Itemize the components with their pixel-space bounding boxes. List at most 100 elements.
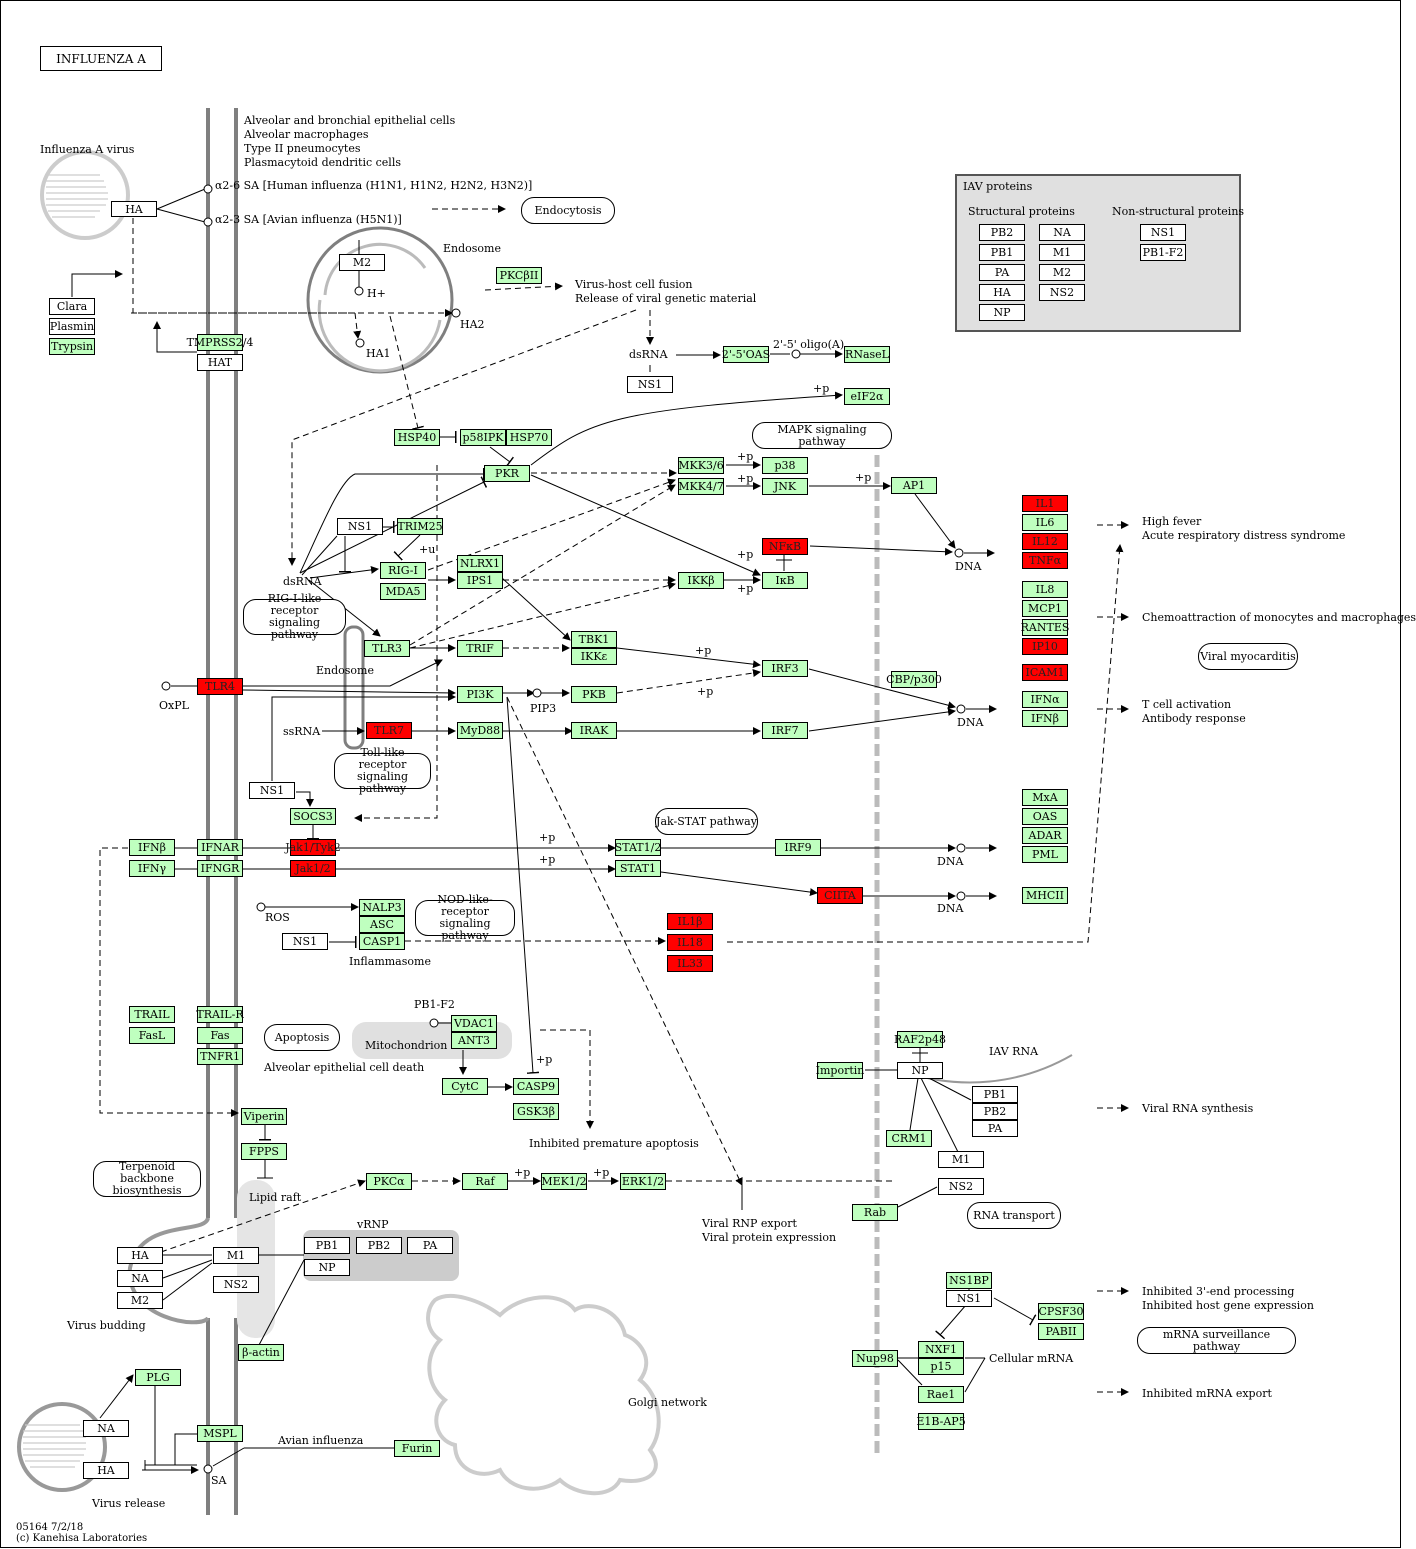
gene-node-jak1tyk2[interactable]: Jak1/Tyk2	[285, 839, 341, 856]
gene-node-il33[interactable]: IL33	[667, 955, 713, 972]
pathway-rig-i[interactable]: RIG-I-like receptor signaling pathway	[243, 593, 346, 641]
gene-node-pb1_nuc[interactable]: PB1	[972, 1086, 1018, 1103]
gene-node-cbp[interactable]: CBP/p300	[886, 671, 942, 688]
gene-node-plasmin[interactable]: Plasmin	[49, 318, 95, 335]
gene-node-ns1_e[interactable]: NS1	[946, 1290, 992, 1307]
gene-node-trim25[interactable]: TRIM25	[397, 518, 443, 535]
gene-node-stat12[interactable]: STAT1/2	[614, 839, 662, 856]
gene-node-il1[interactable]: IL1	[1022, 495, 1068, 512]
gene-node-pkb[interactable]: PKB	[571, 686, 617, 703]
gene-node-pa_v[interactable]: PA	[407, 1237, 453, 1254]
gene-node-gsk3b[interactable]: GSK3β	[513, 1103, 559, 1120]
legend-protein[interactable]: NS1	[1140, 224, 1186, 241]
gene-node-m2_endo[interactable]: M2	[339, 254, 385, 271]
gene-node-trif[interactable]: TRIF	[457, 640, 503, 657]
gene-node-tmprss2[interactable]: TMPRSS2/4	[186, 334, 254, 351]
gene-node-ns1_a[interactable]: NS1	[627, 376, 673, 393]
gene-node-mxa[interactable]: MxA	[1022, 789, 1068, 806]
pathway-terpenoid[interactable]: Terpenoid backbone biosynthesis	[93, 1161, 201, 1197]
gene-node-il18[interactable]: IL18	[667, 934, 713, 951]
gene-node-fas[interactable]: Fas	[197, 1027, 243, 1044]
gene-node-rnasel[interactable]: RNaseL	[844, 346, 890, 363]
gene-node-asc[interactable]: ASC	[359, 916, 405, 933]
gene-node-myd88[interactable]: MyD88	[457, 722, 503, 739]
gene-node-crm1[interactable]: CRM1	[886, 1130, 932, 1147]
gene-node-fasl[interactable]: FasL	[129, 1027, 175, 1044]
gene-node-ikkb[interactable]: IKKβ	[678, 572, 724, 589]
gene-node-hsp40[interactable]: HSP40	[394, 429, 440, 446]
legend-protein[interactable]: NP	[979, 304, 1025, 321]
gene-node-ha_rel[interactable]: HA	[83, 1462, 129, 1479]
gene-node-il6[interactable]: IL6	[1022, 514, 1068, 531]
gene-node-ap1[interactable]: AP1	[891, 477, 937, 494]
gene-node-irak[interactable]: IRAK	[571, 722, 617, 739]
pathway-nod-like[interactable]: NOD-like-receptor signaling pathway	[415, 894, 515, 942]
gene-node-na_rel[interactable]: NA	[83, 1420, 129, 1437]
gene-node-pml[interactable]: PML	[1022, 846, 1068, 863]
gene-node-tnfa[interactable]: TNFα	[1022, 552, 1068, 569]
gene-node-ikb[interactable]: IκB	[762, 572, 808, 589]
gene-node-mcp1[interactable]: MCP1	[1022, 600, 1068, 617]
gene-node-e1bap5[interactable]: E1B-AP5	[916, 1413, 966, 1430]
gene-node-p15[interactable]: p15	[918, 1358, 964, 1375]
gene-node-hsp70[interactable]: HSP70	[506, 429, 552, 446]
gene-node-nup98[interactable]: Nup98	[852, 1350, 898, 1367]
gene-node-na_bud[interactable]: NA	[117, 1270, 163, 1287]
pathway-mrna-surveillance[interactable]: mRNA surveillance pathway	[1137, 1327, 1296, 1354]
pathway-jak-stat[interactable]: Jak-STAT pathway	[655, 808, 758, 835]
gene-node-tlr3[interactable]: TLR3	[364, 640, 410, 657]
pathway-toll-like[interactable]: Toll-like receptor signaling pathway	[334, 747, 431, 795]
gene-node-irf9[interactable]: IRF9	[775, 839, 821, 856]
gene-node-pkcbii[interactable]: PKCβII	[496, 267, 542, 284]
gene-node-casp1[interactable]: CASP1	[359, 933, 405, 950]
gene-node-fpps[interactable]: FPPS	[241, 1143, 287, 1160]
gene-node-mspl[interactable]: MSPL	[197, 1425, 243, 1442]
gene-node-nfkb[interactable]: NFκB	[762, 538, 808, 555]
gene-node-ifny[interactable]: IFNγ	[129, 860, 175, 877]
gene-node-ifna[interactable]: IFNα	[1022, 691, 1068, 708]
gene-node-cytc[interactable]: CytC	[442, 1078, 488, 1095]
pathway-apoptosis[interactable]: Apoptosis	[264, 1024, 340, 1051]
gene-node-raf[interactable]: Raf	[462, 1173, 508, 1190]
gene-node-clara[interactable]: Clara	[49, 298, 95, 315]
gene-node-mhcii[interactable]: MHCII	[1022, 887, 1068, 904]
gene-node-ns1bp[interactable]: NS1BP	[946, 1272, 992, 1289]
gene-node-np_v[interactable]: NP	[304, 1259, 350, 1276]
gene-node-ha_bud[interactable]: HA	[117, 1247, 163, 1264]
legend-protein[interactable]: PB2	[979, 224, 1025, 241]
gene-node-ant3[interactable]: ANT3	[451, 1032, 497, 1049]
gene-node-eif2a[interactable]: eIF2α	[844, 388, 890, 405]
gene-node-viperin[interactable]: Viperin	[241, 1108, 287, 1125]
pathway-mapk[interactable]: MAPK signaling pathway	[752, 422, 892, 449]
gene-node-plg[interactable]: PLG	[135, 1369, 181, 1386]
gene-node-pb2_v[interactable]: PB2	[356, 1237, 402, 1254]
gene-node-importin[interactable]: Importin	[815, 1062, 865, 1079]
gene-node-tlr4[interactable]: TLR4	[197, 678, 243, 695]
gene-node-ciita[interactable]: CIITA	[817, 887, 863, 904]
gene-node-trailr[interactable]: TRAIL-R	[196, 1006, 244, 1023]
gene-node-cpsf30[interactable]: CPSF30	[1038, 1303, 1084, 1320]
gene-node-bactin[interactable]: β-actin	[238, 1344, 284, 1361]
gene-node-mek12[interactable]: MEK1/2	[541, 1173, 587, 1190]
legend-protein[interactable]: PB1	[979, 244, 1025, 261]
gene-node-icam1[interactable]: ICAM1	[1022, 664, 1068, 681]
gene-node-m1_bud[interactable]: M1	[213, 1247, 259, 1264]
pathway-endocytosis[interactable]: Endocytosis	[521, 197, 615, 224]
gene-node-rigi[interactable]: RIG-I	[380, 562, 426, 579]
legend-protein[interactable]: PA	[979, 264, 1025, 281]
gene-node-m1_nuc[interactable]: M1	[938, 1151, 984, 1168]
gene-node-ns2_bud[interactable]: NS2	[213, 1276, 259, 1293]
gene-node-mkk47[interactable]: MKK4/7	[678, 478, 724, 495]
gene-node-irf7[interactable]: IRF7	[762, 722, 808, 739]
legend-protein[interactable]: M1	[1039, 244, 1085, 261]
gene-node-mda5[interactable]: MDA5	[380, 583, 426, 600]
gene-node-ifnb[interactable]: IFNβ	[129, 839, 175, 856]
gene-node-il1b[interactable]: IL1β	[667, 913, 713, 930]
gene-node-pkr[interactable]: PKR	[484, 465, 530, 482]
gene-node-adar[interactable]: ADAR	[1022, 827, 1068, 844]
legend-protein[interactable]: PB1-F2	[1140, 244, 1186, 261]
gene-node-il12[interactable]: IL12	[1022, 533, 1068, 550]
gene-node-ns1_d[interactable]: NS1	[282, 933, 328, 950]
gene-node-pi3k[interactable]: PI3K	[457, 686, 503, 703]
gene-node-nxf1[interactable]: NXF1	[918, 1341, 964, 1358]
